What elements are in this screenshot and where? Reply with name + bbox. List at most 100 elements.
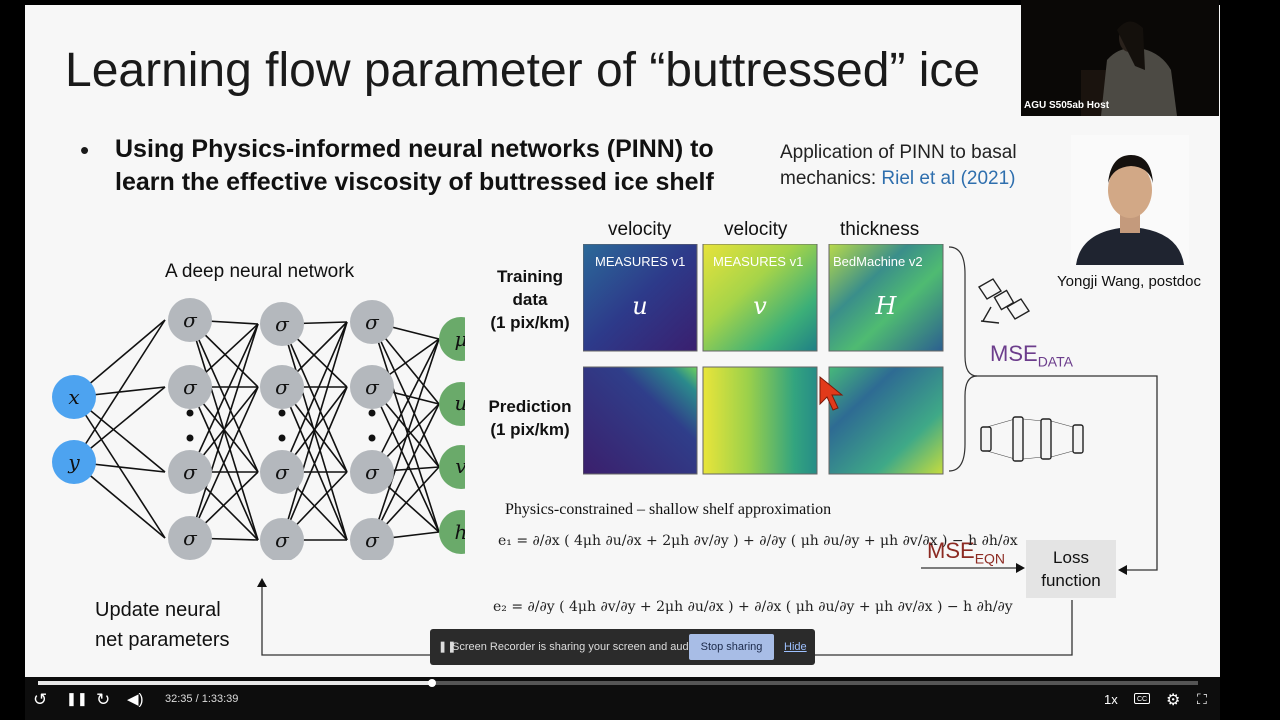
row-label-line: data [512, 290, 548, 309]
network-icon [980, 416, 1084, 462]
map-symbols: u v H [632, 292, 897, 320]
application-note: Application of PINN to basal mechanics: … [780, 140, 1100, 192]
stop-sharing-button[interactable]: Stop sharing [689, 634, 774, 660]
presenter-video-icon [1021, 0, 1219, 116]
output-labels: μ u v h [455, 327, 466, 544]
speed-button[interactable]: 1x [1104, 692, 1118, 707]
bullet-text: Using Physics-informed neural networks (… [115, 133, 775, 199]
map-prediction-h [828, 366, 944, 475]
pause-icon: ❚❚ [438, 641, 457, 653]
fullscreen-icon[interactable]: ⛶ [1197, 691, 1207, 707]
update-note: Update neural net parameters [95, 595, 230, 655]
map-source-label: MEASURES v1 [713, 254, 803, 269]
column-header-velocity-v: velocity [724, 219, 788, 240]
slide: Learning flow parameter of “buttressed” … [25, 5, 1220, 677]
hidden-label: σ [275, 528, 290, 552]
hidden-label: σ [365, 460, 380, 484]
physics-title: Physics-constrained – shallow shelf appr… [505, 501, 832, 518]
bracket-top [948, 246, 977, 377]
row-label-line: (1 pix/km) [490, 313, 570, 332]
bullet-line-1: Using Physics-informed neural networks (… [115, 135, 714, 163]
map-symbol: u [632, 292, 647, 320]
update-line-1: Update neural [95, 599, 221, 621]
hidden-label: σ [183, 526, 198, 550]
column-header-velocity-u: velocity [608, 219, 672, 240]
photo-caption: Yongji Wang, postdoc [1057, 273, 1201, 290]
mse-eqn-main: MSE [927, 538, 975, 563]
hidden-label: σ [365, 375, 380, 399]
gear-icon[interactable]: ⚙ [1166, 692, 1181, 709]
duration: 1:33:39 [201, 693, 239, 705]
slide-title: Learning flow parameter of “buttressed” … [65, 44, 981, 97]
row-label-line: (1 pix/km) [490, 420, 570, 439]
time-display: 32:35 / 1:33:39 [165, 693, 238, 705]
screen-share-message: Screen Recorder is sharing your screen a… [452, 641, 701, 653]
hidden-label: σ [275, 375, 290, 399]
forward-icon[interactable]: ↻ [96, 690, 111, 709]
captions-icon[interactable]: CC [1134, 693, 1150, 704]
ellipsis-dots [186, 409, 376, 442]
webcam-label: AGU S505ab Host [1024, 100, 1110, 111]
time-separator: / [195, 693, 199, 705]
map-training-v [702, 244, 818, 352]
map-training-u [583, 244, 698, 352]
nn-title: A deep neural network [165, 261, 355, 282]
hidden-label: σ [275, 312, 290, 336]
map-prediction-u [583, 366, 698, 475]
replay-icon[interactable]: ↺ [33, 690, 48, 709]
hidden-label: σ [183, 375, 198, 399]
hidden-label: σ [365, 310, 380, 334]
loss-line-2: function [1041, 571, 1101, 590]
progress-track[interactable] [38, 681, 1198, 685]
map-source-label: BedMachine v2 [833, 254, 923, 269]
output-label-h: h [455, 520, 465, 544]
row-label-line: Training [496, 267, 564, 286]
application-line-1: Application of PINN to basal [780, 142, 1017, 163]
field-maps: MEASURES v1 MEASURES v1 BedMachine v2 u … [583, 244, 977, 475]
bullet-line-2: learn the effective viscosity of buttres… [115, 168, 714, 196]
hidden-label: σ [275, 460, 290, 484]
input-label-y: y [67, 450, 80, 474]
hide-banner-link[interactable]: Hide [784, 641, 807, 653]
current-time: 32:35 [165, 693, 193, 705]
row-label-prediction: Prediction (1 pix/km) [480, 395, 580, 441]
map-symbol: H [875, 292, 898, 320]
equation-e1: e₁ = ∂/∂x ( 4μh ∂u/∂x + 2μh ∂v/∂y ) + ∂/… [498, 533, 1018, 549]
application-prefix: mechanics: [780, 168, 882, 189]
map-source-label: MEASURES v1 [595, 254, 685, 269]
hidden-layers [168, 298, 394, 560]
pause-icon[interactable]: ❚❚ [66, 691, 88, 706]
mse-eqn-sub: EQN [974, 550, 1006, 567]
progress-handle[interactable] [428, 679, 436, 687]
input-node-x [52, 375, 96, 419]
row-label-training: Training data (1 pix/km) [480, 265, 580, 334]
column-header-thickness: thickness [840, 219, 920, 240]
webcam-feed [1021, 0, 1219, 116]
input-label-x: x [68, 385, 79, 409]
hidden-label: σ [183, 460, 198, 484]
neural-network-diagram: x y σ σ σ σ σ σ σ σ σ σ σ σ [52, 298, 466, 560]
map-training-h [828, 244, 944, 352]
loss-line-1: Loss [1053, 548, 1089, 567]
mse-data-sub: DATA [1037, 353, 1073, 370]
map-source-labels: MEASURES v1 MEASURES v1 BedMachine v2 [595, 254, 923, 269]
speaker-photo [1071, 135, 1189, 265]
loss-function-box: Loss function [1026, 540, 1116, 598]
map-symbol: v [753, 292, 767, 320]
map-prediction-v [702, 366, 818, 475]
equation-e2: e₂ = ∂/∂y ( 4μh ∂v/∂y + 2μh ∂u/∂x ) + ∂/… [493, 599, 1013, 615]
output-label-v: v [455, 454, 465, 478]
output-label-u: u [455, 391, 465, 415]
cursor-icon [819, 375, 844, 411]
citation-link[interactable]: Riel et al (2021) [881, 168, 1016, 189]
satellite-icon [978, 278, 1030, 324]
output-nodes [439, 317, 465, 554]
input-node-y [52, 440, 96, 484]
volume-icon[interactable]: ◀) [127, 691, 144, 708]
mse-data-label: MSEDATA [990, 341, 1073, 369]
application-line-2: mechanics: Riel et al (2021) [780, 166, 1100, 192]
hidden-label: σ [365, 528, 380, 552]
row-label-line: Prediction [488, 397, 572, 416]
hidden-label: σ [183, 308, 198, 332]
person-photo-icon [1071, 135, 1189, 265]
